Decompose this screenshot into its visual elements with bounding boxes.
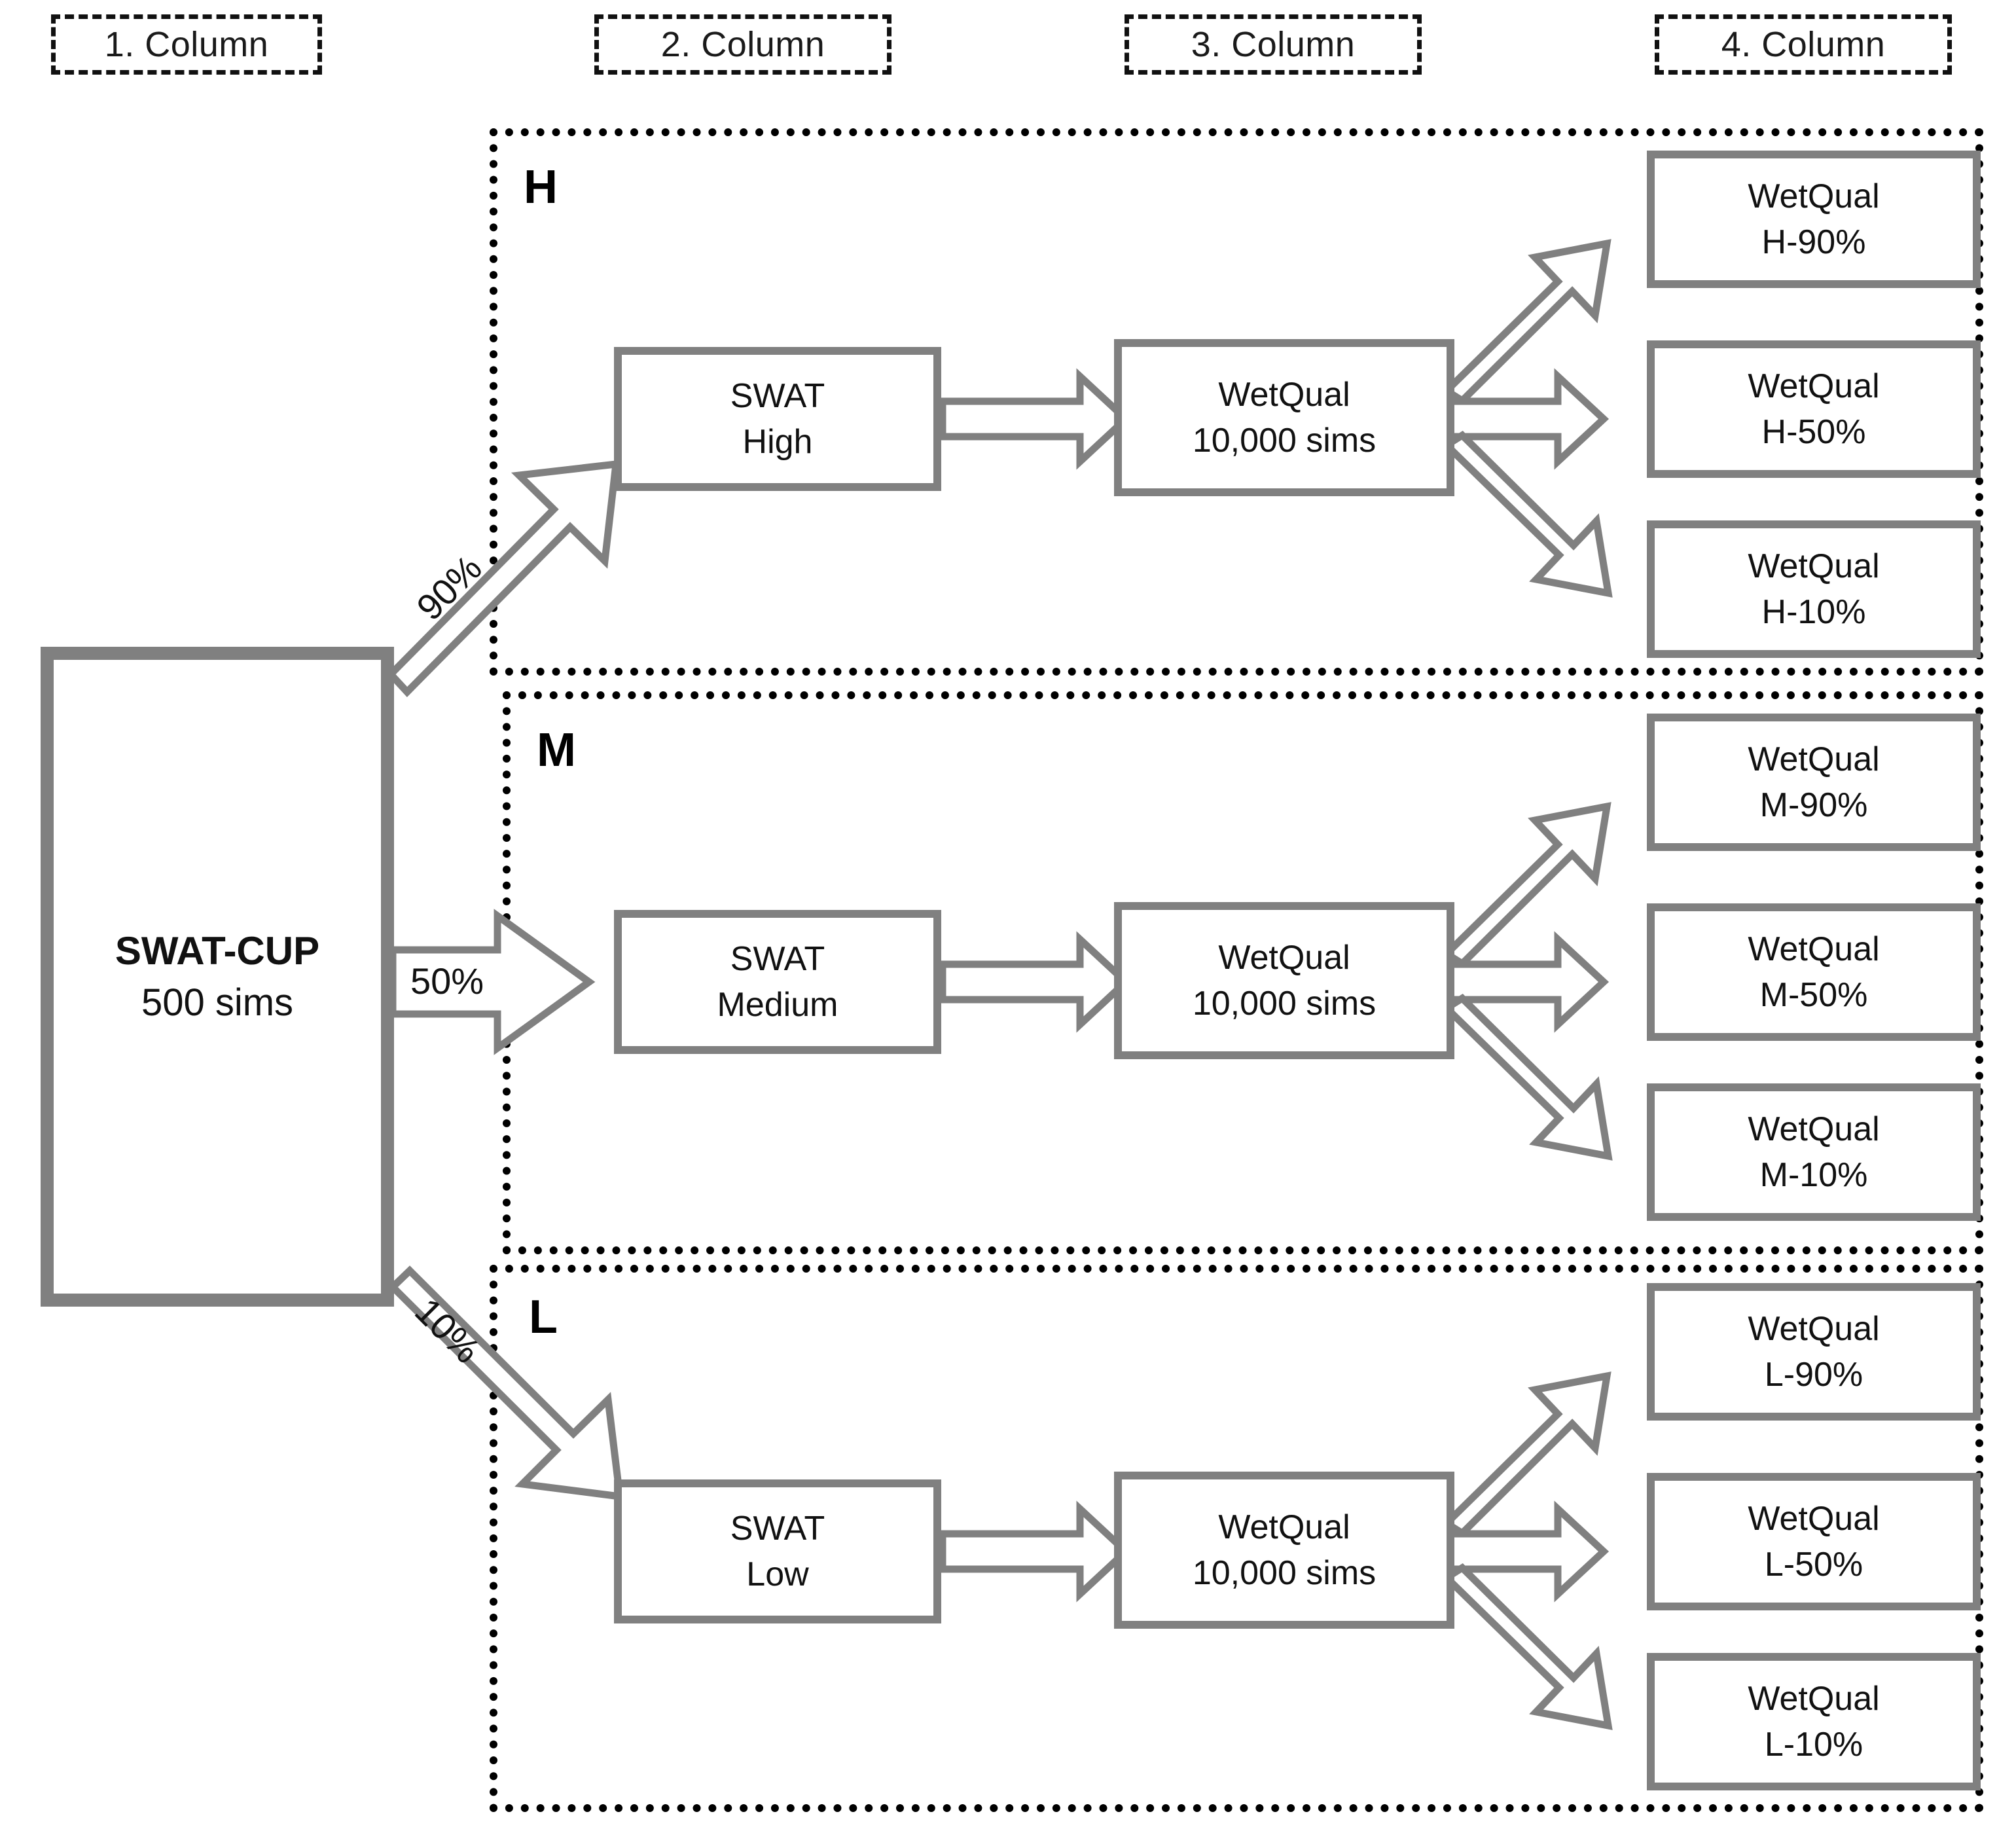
branch-label-50: 50% bbox=[410, 960, 484, 1002]
node-swat-medium-subtitle: Medium bbox=[717, 986, 838, 1024]
node-wetqual-high[interactable]: WetQual 10,000 sims bbox=[1114, 339, 1454, 496]
node-output-l-50[interactable]: WetQual L-50% bbox=[1647, 1473, 1981, 1610]
node-wetqual-low[interactable]: WetQual 10,000 sims bbox=[1114, 1472, 1454, 1629]
node-swat-cup-subtitle: 500 sims bbox=[141, 981, 294, 1024]
node-output-m-50[interactable]: WetQual M-50% bbox=[1647, 903, 1981, 1041]
column-header-1: 1. Column bbox=[51, 14, 322, 75]
column-header-4: 4. Column bbox=[1655, 14, 1952, 75]
node-output-h-90-subtitle: H-90% bbox=[1761, 223, 1866, 261]
node-output-l-50-title: WetQual bbox=[1748, 1499, 1880, 1538]
node-wetqual-low-subtitle: 10,000 sims bbox=[1192, 1554, 1377, 1592]
node-output-m-50-title: WetQual bbox=[1748, 930, 1880, 968]
column-header-3: 3. Column bbox=[1125, 14, 1422, 75]
node-output-h-90[interactable]: WetQual H-90% bbox=[1647, 151, 1981, 288]
node-output-h-90-title: WetQual bbox=[1748, 177, 1880, 215]
node-wetqual-high-title: WetQual bbox=[1218, 375, 1350, 414]
node-output-m-50-subtitle: M-50% bbox=[1759, 976, 1868, 1014]
node-output-l-10[interactable]: WetQual L-10% bbox=[1647, 1653, 1981, 1790]
column-header-1-label: 1. Column bbox=[104, 25, 269, 64]
node-swat-cup-title: SWAT-CUP bbox=[115, 929, 320, 973]
node-swat-low[interactable]: SWAT Low bbox=[614, 1479, 941, 1623]
node-output-h-50-title: WetQual bbox=[1748, 367, 1880, 405]
band-high-label: H bbox=[524, 161, 558, 213]
node-output-m-90-subtitle: M-90% bbox=[1759, 786, 1868, 824]
node-output-h-10[interactable]: WetQual H-10% bbox=[1647, 520, 1981, 658]
node-output-h-10-subtitle: H-10% bbox=[1761, 593, 1866, 631]
column-header-2-label: 2. Column bbox=[660, 25, 825, 64]
node-output-h-50-subtitle: H-50% bbox=[1761, 413, 1866, 451]
node-wetqual-low-title: WetQual bbox=[1218, 1508, 1350, 1546]
node-wetqual-medium[interactable]: WetQual 10,000 sims bbox=[1114, 902, 1454, 1059]
node-output-l-10-title: WetQual bbox=[1748, 1679, 1880, 1718]
node-output-l-90[interactable]: WetQual L-90% bbox=[1647, 1283, 1981, 1421]
node-wetqual-medium-subtitle: 10,000 sims bbox=[1192, 985, 1377, 1023]
node-wetqual-medium-title: WetQual bbox=[1218, 938, 1350, 977]
node-output-l-10-subtitle: L-10% bbox=[1764, 1726, 1863, 1764]
node-swat-cup-root[interactable]: SWAT-CUP 500 sims bbox=[41, 647, 394, 1307]
branch-label-10: 10% bbox=[407, 1290, 488, 1371]
node-swat-medium-title: SWAT bbox=[730, 939, 825, 978]
node-swat-high-subtitle: High bbox=[742, 423, 813, 461]
node-swat-low-subtitle: Low bbox=[746, 1555, 809, 1593]
node-output-l-90-title: WetQual bbox=[1748, 1309, 1880, 1348]
column-header-4-label: 4. Column bbox=[1721, 25, 1886, 64]
band-medium-label: M bbox=[537, 724, 576, 776]
column-header-3-label: 3. Column bbox=[1191, 25, 1356, 64]
node-output-m-90[interactable]: WetQual M-90% bbox=[1647, 714, 1981, 851]
node-output-l-90-subtitle: L-90% bbox=[1764, 1356, 1863, 1394]
band-low-label: L bbox=[529, 1291, 558, 1343]
node-output-l-50-subtitle: L-50% bbox=[1764, 1546, 1863, 1584]
node-output-h-50[interactable]: WetQual H-50% bbox=[1647, 340, 1981, 478]
node-output-h-10-title: WetQual bbox=[1748, 547, 1880, 585]
node-output-m-10-title: WetQual bbox=[1748, 1110, 1880, 1148]
column-header-2: 2. Column bbox=[594, 14, 891, 75]
branch-label-90: 90% bbox=[408, 547, 490, 628]
node-output-m-10[interactable]: WetQual M-10% bbox=[1647, 1083, 1981, 1221]
node-output-m-90-title: WetQual bbox=[1748, 740, 1880, 778]
node-swat-medium[interactable]: SWAT Medium bbox=[614, 910, 941, 1054]
node-output-m-10-subtitle: M-10% bbox=[1759, 1156, 1868, 1194]
node-swat-high[interactable]: SWAT High bbox=[614, 347, 941, 491]
node-wetqual-high-subtitle: 10,000 sims bbox=[1192, 422, 1377, 460]
node-swat-high-title: SWAT bbox=[730, 376, 825, 415]
node-swat-low-title: SWAT bbox=[730, 1509, 825, 1548]
